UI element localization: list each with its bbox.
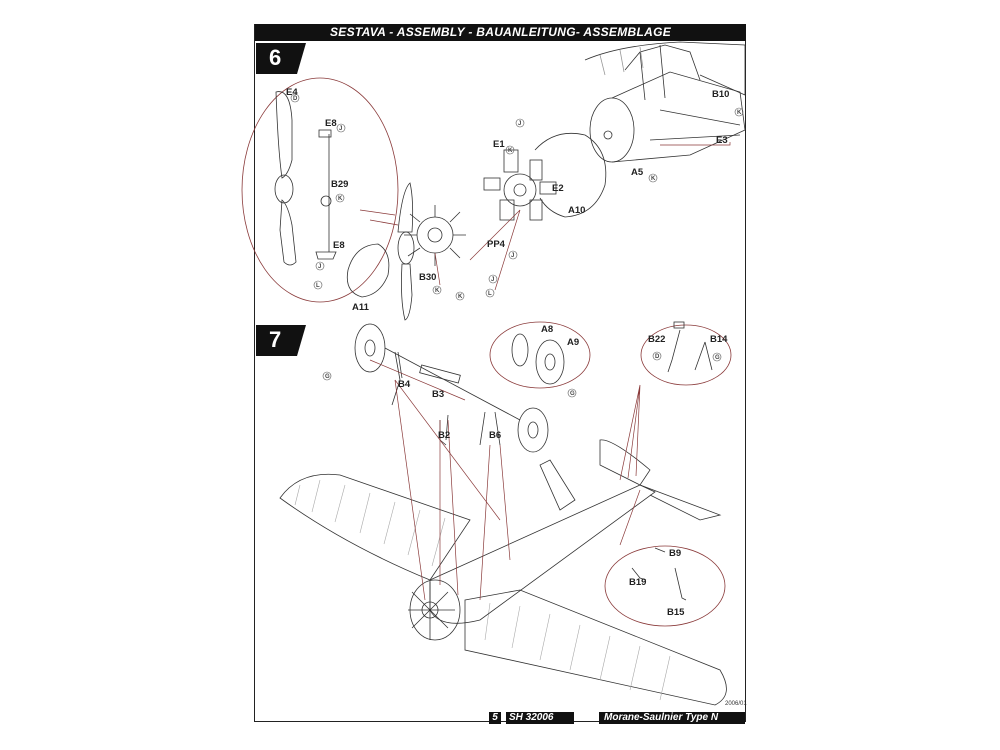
glue-mark: G	[715, 355, 720, 361]
glue-mark: G	[570, 391, 575, 397]
part-label: E2	[552, 183, 564, 194]
step-6-number: 6	[269, 45, 282, 70]
part-label: A8	[541, 324, 553, 335]
part-label: E4	[286, 87, 298, 98]
tail-strut-detail	[631, 547, 687, 601]
part-label: B22	[648, 334, 665, 345]
rotary-engine	[483, 149, 557, 221]
propeller-detail	[274, 91, 337, 266]
model-name: Morane-Saulnier Type N	[599, 712, 745, 724]
header-title: SESTAVA - ASSEMBLY - BAUANLEITUNG- ASSEM…	[255, 24, 746, 41]
part-label: B15	[667, 607, 685, 618]
part-label: B4	[398, 379, 411, 390]
engine-front	[408, 579, 461, 641]
part-label: B9	[669, 548, 681, 559]
glue-mark: D	[293, 96, 298, 102]
glue-mark: J	[318, 264, 321, 270]
part-label: B19	[629, 577, 646, 588]
engine-cowling	[534, 132, 607, 218]
part-label: B6	[489, 430, 501, 441]
cowling-ring	[404, 205, 466, 266]
fuselage	[429, 484, 656, 624]
glue-mark: G	[325, 374, 330, 380]
glue-mark: J	[339, 126, 342, 132]
tail-fin	[599, 439, 651, 486]
part-label: E8	[333, 240, 345, 251]
glue-mark: K	[508, 148, 513, 154]
part-label: A9	[567, 337, 579, 348]
glue-mark: J	[518, 121, 521, 127]
propeller	[397, 182, 415, 321]
part-label: B10	[712, 89, 729, 100]
part-label: E1	[493, 139, 505, 150]
glue-mark: K	[737, 110, 742, 116]
fuselage-nose	[589, 44, 746, 163]
part-label: E8	[325, 118, 337, 129]
glue-mark: L	[488, 291, 492, 297]
part-label: B30	[419, 272, 436, 283]
part-label: A11	[352, 302, 370, 313]
glue-mark: J	[491, 277, 494, 283]
glue-mark: K	[458, 294, 463, 300]
glue-mark: K	[435, 288, 440, 294]
part-label: PP4	[487, 239, 506, 250]
revision-code: 2006/01	[725, 701, 747, 707]
wing-section	[584, 41, 746, 96]
wing-left	[279, 473, 471, 581]
step-7-badge: 7	[256, 325, 306, 356]
wheel-right	[517, 407, 549, 453]
spinner-a11	[346, 243, 390, 298]
glue-mark: K	[651, 176, 656, 182]
strut-detail	[667, 321, 713, 373]
wheel-detail	[511, 333, 565, 385]
glue-mark: L	[316, 283, 320, 289]
part-label: B2	[438, 430, 450, 441]
wing-right	[464, 589, 727, 706]
propeller-detail-circle	[241, 77, 399, 303]
wheel-detail-circle	[489, 321, 591, 389]
part-label: B3	[432, 389, 444, 400]
tail-strut-detail-circle	[604, 545, 726, 627]
part-label: A10	[568, 205, 585, 216]
page-number: 5	[489, 712, 501, 724]
glue-mark: K	[338, 196, 343, 202]
part-label: E3	[716, 135, 728, 146]
step-7-number: 7	[269, 327, 282, 352]
step-6-badge: 6	[256, 43, 306, 74]
part-label: A5	[631, 167, 644, 178]
kit-code: SH 32006	[506, 712, 574, 724]
part-label: B14	[710, 334, 728, 345]
glue-mark: D	[655, 354, 660, 360]
landing-gear	[384, 347, 521, 446]
part-label: B29	[331, 179, 348, 190]
footer: 2006/01 5 SH 32006 Morane-Saulnier Type …	[470, 701, 747, 724]
glue-mark: J	[511, 253, 514, 259]
strut-detail-circle	[640, 324, 732, 386]
